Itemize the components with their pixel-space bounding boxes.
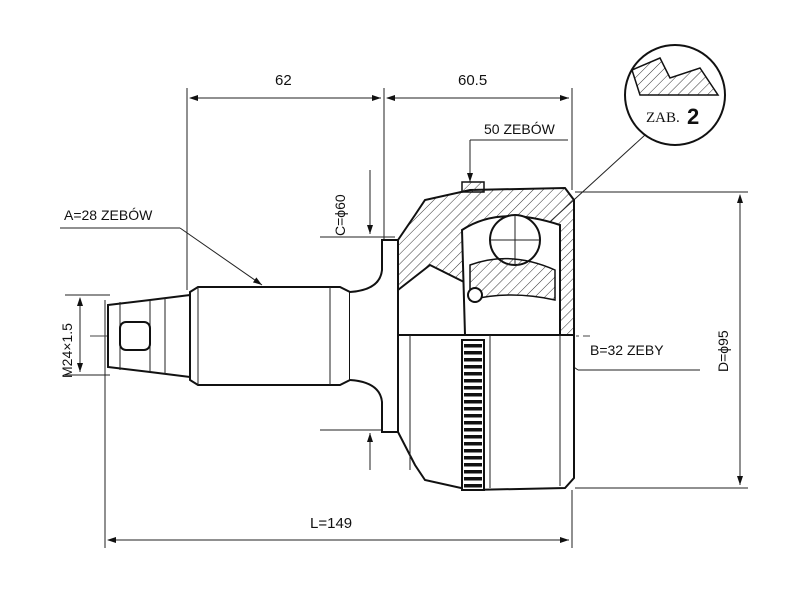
- dim-total-length: L=149: [310, 515, 352, 532]
- abs-ring-tooth: [464, 428, 482, 432]
- abs-ring-tooth: [464, 414, 482, 418]
- extension-lines: [65, 88, 748, 548]
- abs-ring-tooth: [464, 358, 482, 362]
- dim-housing-length: 60.5: [458, 72, 487, 89]
- abs-ring-tooth: [464, 463, 482, 467]
- abs-ring-tooth: [464, 379, 482, 383]
- abs-ring-tooth: [464, 421, 482, 425]
- abs-ring-tooth: [464, 400, 482, 404]
- abs-ring-tooth: [464, 456, 482, 460]
- abs-ring-tooth: [464, 393, 482, 397]
- abs-ring-tooth: [464, 484, 482, 488]
- abs-ring-tooth: [464, 372, 482, 376]
- dim-shaft-length: 62: [275, 72, 292, 89]
- abs-ring-tooth: [464, 470, 482, 474]
- abs-ring-tooth: [464, 435, 482, 439]
- shaft: [107, 239, 399, 433]
- abs-ring-tooth: [464, 344, 482, 348]
- abs-ring-tooth: [464, 407, 482, 411]
- housing-lower: [397, 334, 575, 492]
- detail-callout: ZAB. 2: [624, 44, 726, 146]
- abs-ring-tooth: [464, 477, 482, 481]
- dim-outer-teeth: 50 ZEBÓW: [484, 121, 556, 137]
- abs-ring-tooth: [464, 365, 482, 369]
- abs-ring-tooth: [464, 449, 482, 453]
- abs-ring: [461, 339, 485, 491]
- dim-thread: M24×1.5: [59, 323, 75, 378]
- dimension-lines: [60, 95, 743, 543]
- housing-upper-section: [397, 181, 575, 336]
- dim-shaft-teeth: A=28 ZEBÓW: [64, 207, 153, 223]
- detail-label: ZAB.: [646, 110, 680, 126]
- dim-outer-diameter: D=ϕ95: [715, 330, 731, 372]
- dim-seal-diameter: C=ϕ60: [332, 194, 348, 236]
- abs-ring-tooth: [464, 351, 482, 355]
- abs-ring-tooth: [464, 386, 482, 390]
- dim-inner-teeth: B=32 ZEBY: [590, 342, 664, 358]
- abs-ring-tooth: [464, 442, 482, 446]
- detail-number: 2: [687, 104, 699, 129]
